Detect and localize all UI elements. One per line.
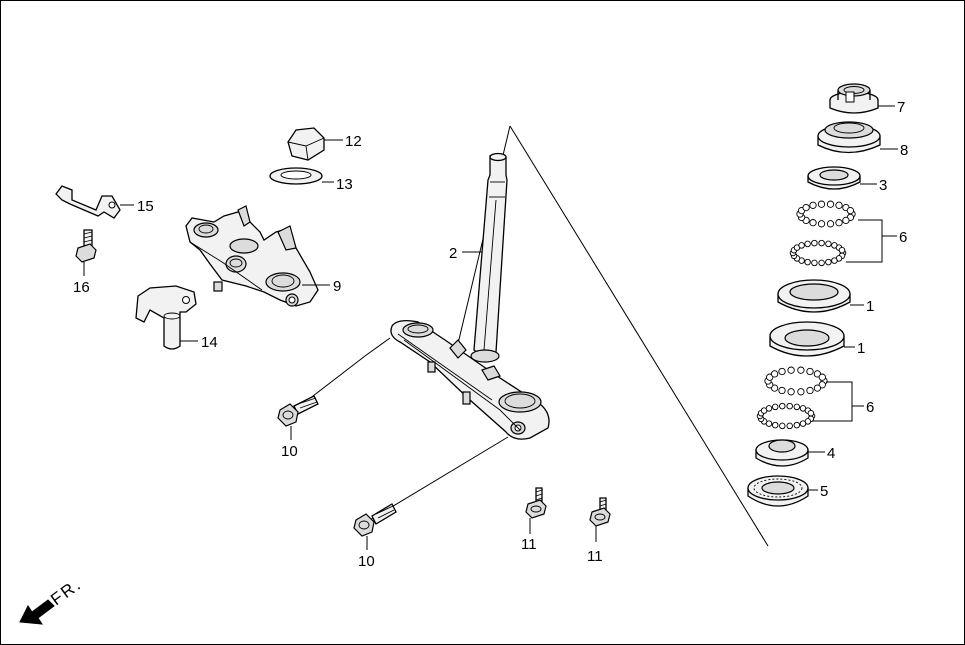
steel-ball bbox=[813, 384, 822, 392]
callout-1-upper: 1 bbox=[866, 298, 874, 315]
steel-ball bbox=[771, 421, 779, 429]
callout-6-upper: 6 bbox=[899, 229, 907, 246]
steel-ball bbox=[831, 257, 838, 264]
steel-ball bbox=[825, 240, 832, 248]
front-direction-arrow: FR. bbox=[19, 574, 85, 625]
steel-ball bbox=[786, 422, 793, 430]
steel-ball bbox=[770, 384, 779, 392]
steel-ball bbox=[787, 388, 795, 396]
steel-ball bbox=[779, 422, 786, 430]
steel-ball bbox=[835, 219, 843, 227]
part-10-upper-bolt bbox=[277, 395, 319, 427]
part-3-upper-cone-race bbox=[807, 166, 861, 190]
steel-ball bbox=[804, 240, 811, 248]
callout-7: 7 bbox=[897, 99, 905, 116]
callout-6-lower: 6 bbox=[866, 399, 874, 416]
steel-ball bbox=[811, 259, 818, 267]
part-10-lower-bolt bbox=[353, 503, 397, 537]
part-9-top-bridge bbox=[185, 205, 319, 307]
steel-ball bbox=[813, 370, 822, 378]
callout-1-lower: 1 bbox=[857, 340, 865, 357]
steel-ball bbox=[786, 402, 793, 410]
callout-16: 16 bbox=[73, 279, 90, 296]
steel-ball bbox=[793, 403, 801, 411]
part-13-washer bbox=[269, 167, 323, 185]
callout-13: 13 bbox=[336, 176, 353, 193]
assembly-guide-lines bbox=[299, 125, 769, 547]
callout-15: 15 bbox=[137, 198, 154, 215]
steel-ball bbox=[771, 403, 779, 411]
part-6-lower-steel-balls bbox=[756, 366, 828, 430]
part-2-steering-stem bbox=[390, 152, 550, 440]
steel-ball bbox=[809, 201, 817, 209]
part-6-upper-steel-balls bbox=[789, 200, 856, 267]
front-direction-label: FR. bbox=[47, 574, 85, 609]
callout-5: 5 bbox=[820, 483, 828, 500]
right-column-leaders bbox=[808, 105, 898, 491]
steel-ball bbox=[809, 219, 817, 227]
steel-ball bbox=[818, 259, 825, 267]
part-5-dust-seal bbox=[747, 475, 809, 507]
steel-ball bbox=[842, 216, 850, 225]
callout-9: 9 bbox=[333, 278, 341, 295]
steel-ball bbox=[787, 366, 795, 374]
callout-10-lower: 10 bbox=[358, 553, 375, 570]
steel-ball bbox=[778, 367, 786, 376]
steel-ball bbox=[826, 200, 835, 208]
steel-ball bbox=[793, 421, 801, 429]
callout-8: 8 bbox=[900, 142, 908, 159]
part-12-cap-nut bbox=[287, 127, 325, 161]
steel-ball bbox=[817, 200, 826, 208]
steel-ball bbox=[806, 367, 814, 376]
part-15-wire-bracket bbox=[55, 185, 121, 219]
steel-ball bbox=[811, 239, 818, 247]
part-16-bolt bbox=[75, 229, 97, 263]
steel-ball bbox=[818, 381, 826, 389]
part-14-cable-guide bbox=[135, 285, 197, 350]
callout-3: 3 bbox=[879, 177, 887, 194]
part-1-upper-outer-race bbox=[777, 279, 851, 313]
steel-ball bbox=[797, 366, 805, 374]
steel-ball bbox=[797, 388, 805, 396]
steel-ball bbox=[804, 258, 811, 266]
part-1-lower-outer-race bbox=[769, 321, 845, 357]
steel-ball bbox=[807, 409, 815, 417]
callout-2: 2 bbox=[449, 245, 457, 262]
part-11-screw-left bbox=[525, 487, 547, 519]
callout-11-left: 11 bbox=[521, 536, 537, 553]
steel-ball bbox=[825, 258, 832, 266]
callout-11-right: 11 bbox=[587, 548, 603, 565]
steel-ball bbox=[846, 206, 855, 215]
steel-ball bbox=[799, 420, 807, 427]
steel-ball bbox=[779, 402, 786, 410]
steel-ball bbox=[806, 386, 814, 395]
steel-ball bbox=[778, 386, 786, 395]
part-8-adjusting-nut bbox=[817, 121, 881, 154]
callout-14: 14 bbox=[201, 334, 218, 351]
steel-ball bbox=[765, 405, 773, 412]
part-7-lock-nut bbox=[829, 83, 879, 114]
steel-ball bbox=[818, 373, 826, 381]
callout-4: 4 bbox=[827, 445, 835, 462]
callout-12: 12 bbox=[345, 133, 362, 150]
steel-ball bbox=[818, 239, 825, 247]
steel-ball bbox=[770, 370, 779, 378]
steel-ball bbox=[766, 373, 774, 381]
callout-labels: 7 8 3 6 1 1 6 4 5 12 13 15 16 9 14 2 10 … bbox=[73, 99, 908, 570]
steel-ball bbox=[826, 220, 835, 228]
steel-ball bbox=[798, 242, 805, 249]
part-4-lower-cone-race bbox=[755, 439, 809, 467]
callout-10-upper: 10 bbox=[281, 443, 298, 460]
part-11-screw-right bbox=[589, 497, 611, 527]
steel-ball bbox=[835, 201, 843, 209]
steel-ball bbox=[838, 246, 846, 254]
steel-ball bbox=[802, 203, 810, 212]
steel-ball bbox=[817, 220, 826, 228]
